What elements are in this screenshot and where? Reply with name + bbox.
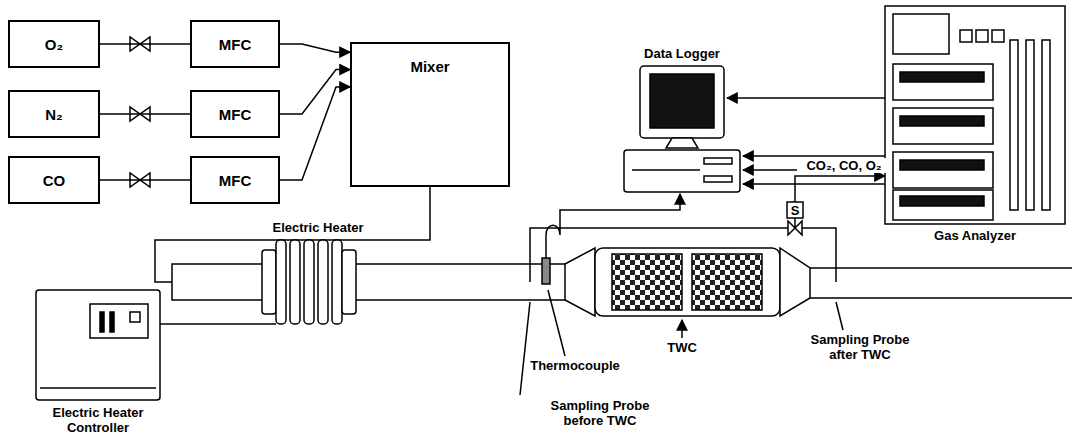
sample-line bbox=[795, 176, 885, 202]
gas-line bbox=[100, 43, 190, 45]
gas-line bbox=[280, 87, 350, 180]
pipe bbox=[356, 264, 565, 300]
sample-line bbox=[530, 228, 788, 282]
gas-line bbox=[100, 179, 190, 181]
box-label: MFC bbox=[219, 36, 252, 53]
process-box: MFC bbox=[190, 20, 280, 68]
part-label: TWC bbox=[652, 340, 712, 355]
leader-line bbox=[548, 290, 565, 356]
heater-controller-cabinet bbox=[36, 290, 160, 400]
gas-line bbox=[280, 70, 350, 114]
leader-line bbox=[520, 302, 530, 395]
solenoid-box bbox=[787, 202, 803, 218]
twc-converter bbox=[565, 248, 810, 316]
leader-line bbox=[836, 302, 843, 330]
sample-line bbox=[802, 228, 836, 282]
part-label: CO₂, CO, O₂ bbox=[797, 158, 891, 173]
part-label: Electric Heater Controller bbox=[23, 405, 173, 435]
box-label: MFC bbox=[219, 106, 252, 123]
exhaust-pipe bbox=[810, 268, 1072, 298]
process-box: MFC bbox=[190, 156, 280, 204]
box-label: MFC bbox=[219, 172, 252, 189]
mixer-box: Mixer bbox=[350, 42, 510, 187]
signal-wire bbox=[546, 194, 680, 258]
box-label: CO bbox=[43, 172, 66, 189]
inlet-pipe bbox=[172, 264, 272, 300]
part-label: Sampling Probe before TWC bbox=[530, 398, 670, 428]
box-label: Mixer bbox=[410, 58, 449, 75]
process-box: MFC bbox=[190, 90, 280, 138]
data-logger-computer bbox=[624, 66, 740, 192]
process-box: CO bbox=[8, 156, 100, 204]
leader-line bbox=[681, 320, 683, 338]
part-label: Thermocouple bbox=[520, 358, 630, 373]
gas-analyzer-panel bbox=[885, 6, 1065, 224]
process-box: N₂ bbox=[8, 90, 100, 138]
electric-heater-illustration bbox=[262, 240, 356, 324]
part-label: Data Logger bbox=[622, 46, 742, 61]
power-cable bbox=[160, 323, 276, 325]
gas-line bbox=[100, 113, 190, 115]
part-label: Electric Heater bbox=[253, 220, 383, 235]
part-label: Sampling Probe after TWC bbox=[810, 332, 910, 362]
solenoid-stem bbox=[794, 218, 796, 228]
thermocouple-probe bbox=[542, 258, 550, 284]
part-label: S bbox=[787, 203, 803, 218]
box-label: N₂ bbox=[45, 106, 63, 123]
box-label: O₂ bbox=[45, 36, 63, 53]
process-box: O₂ bbox=[8, 20, 100, 68]
gas-line bbox=[280, 44, 350, 52]
part-label: Gas Analyzer bbox=[910, 228, 1040, 243]
